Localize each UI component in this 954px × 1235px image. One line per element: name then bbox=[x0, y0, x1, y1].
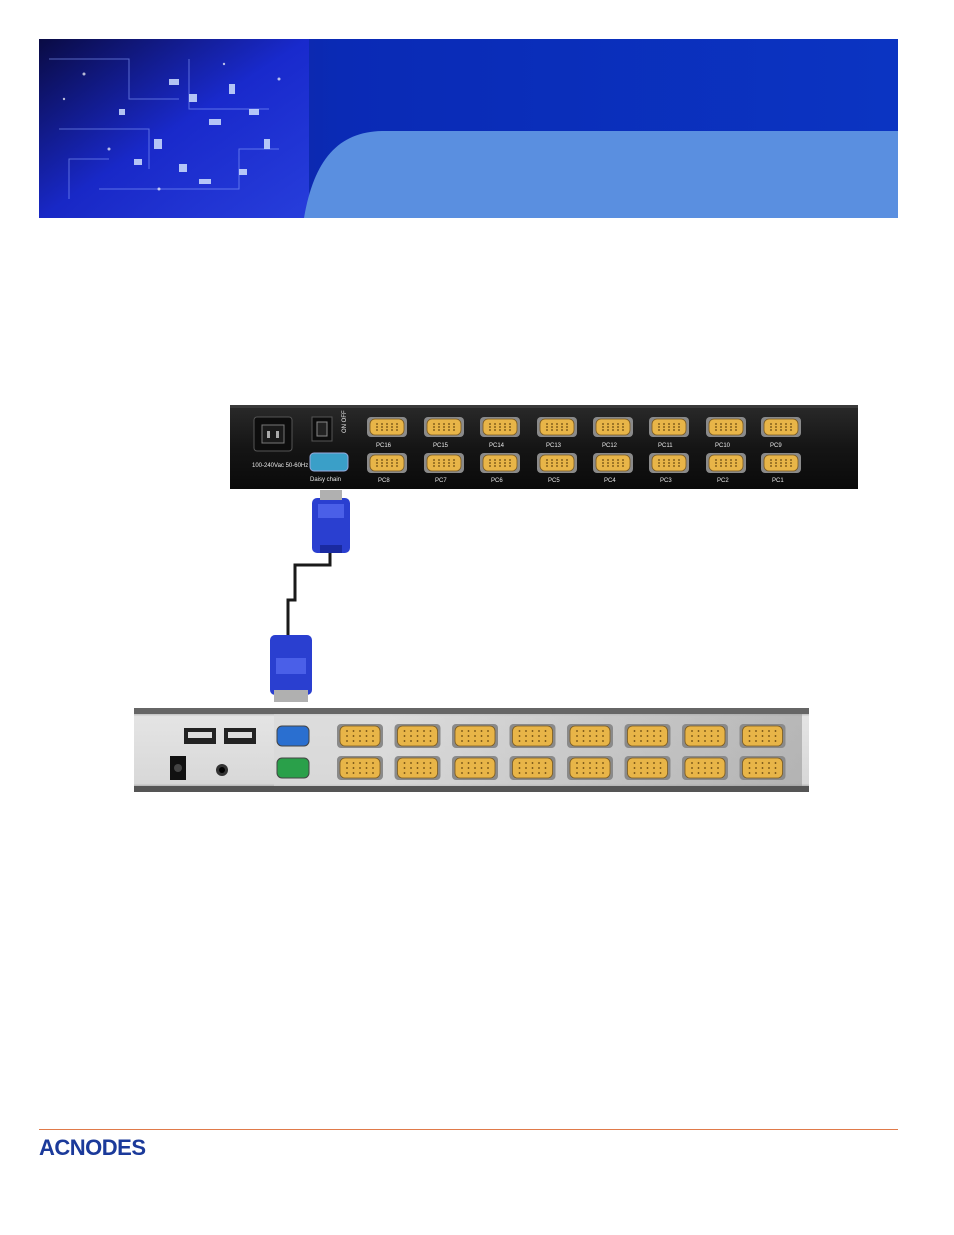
vga-port-pc15[interactable] bbox=[424, 417, 464, 437]
logo-text: ACNODES bbox=[39, 1135, 146, 1160]
vga-pc-port[interactable] bbox=[739, 756, 786, 780]
vga-pc-port[interactable] bbox=[509, 756, 556, 780]
vga-pc-port[interactable] bbox=[452, 756, 498, 780]
port-label: PC8 bbox=[378, 478, 390, 484]
power-switch[interactable] bbox=[311, 416, 333, 442]
vga-pc-port[interactable] bbox=[682, 756, 728, 780]
cable-connector-top bbox=[312, 490, 350, 553]
port-label: PC4 bbox=[604, 478, 616, 484]
vga-port-pc10[interactable] bbox=[706, 417, 746, 437]
vga-pc-port[interactable] bbox=[394, 724, 441, 748]
vga-port-pc4[interactable] bbox=[593, 453, 633, 473]
vga-port-pc3[interactable] bbox=[649, 453, 689, 473]
header-banner bbox=[39, 39, 898, 218]
usb-port-2[interactable] bbox=[224, 728, 256, 744]
vga-port-pc6[interactable] bbox=[480, 453, 520, 473]
vga-port-pc5[interactable] bbox=[537, 453, 577, 473]
vga-port-pc2[interactable] bbox=[706, 453, 746, 473]
vga-port-pc8[interactable] bbox=[367, 453, 407, 473]
power-inlet bbox=[253, 416, 293, 452]
footer-divider bbox=[39, 1129, 898, 1130]
switch-label: ON OFF bbox=[342, 410, 348, 433]
vga-pc-port[interactable] bbox=[452, 724, 498, 748]
port-label: PC7 bbox=[435, 478, 447, 484]
vga-port-pc1[interactable] bbox=[761, 453, 801, 473]
vga-port-console[interactable] bbox=[276, 725, 310, 747]
vga-pc-port[interactable] bbox=[624, 724, 671, 748]
port-label: PC2 bbox=[717, 478, 729, 484]
vga-port-green[interactable] bbox=[276, 757, 310, 779]
vga-pc-port[interactable] bbox=[624, 756, 671, 780]
kvm-rear-panel-bottom bbox=[134, 708, 809, 792]
acnodes-logo: ACNODES bbox=[39, 1133, 199, 1161]
port-label: PC6 bbox=[491, 478, 503, 484]
port-label: PC14 bbox=[489, 443, 505, 449]
vga-port-pc14[interactable] bbox=[480, 417, 520, 437]
dc-power-jack[interactable] bbox=[170, 756, 186, 780]
cable-connector-bottom bbox=[270, 635, 312, 702]
vga-pc-port[interactable] bbox=[567, 724, 613, 748]
vga-port-pc7[interactable] bbox=[424, 453, 464, 473]
port-label: PC9 bbox=[770, 443, 782, 449]
vga-port-pc13[interactable] bbox=[537, 417, 577, 437]
power-label: 100-240Vac 50-60Hz bbox=[252, 463, 308, 469]
port-label: PC13 bbox=[546, 443, 562, 449]
vga-pc-port[interactable] bbox=[337, 756, 383, 780]
vga-pc-port[interactable] bbox=[394, 756, 441, 780]
vga-cable bbox=[250, 490, 380, 710]
vga-port-pc11[interactable] bbox=[649, 417, 689, 437]
vga-port-pc9[interactable] bbox=[761, 417, 801, 437]
port-label: PC10 bbox=[715, 443, 731, 449]
port-label: PC16 bbox=[376, 443, 392, 449]
kvm-rear-panel-top: 100-240Vac 50-60Hz ON OFF Daisy chain PC… bbox=[230, 405, 858, 489]
vga-port-pc12[interactable] bbox=[593, 417, 633, 437]
port-label: PC12 bbox=[602, 443, 618, 449]
vga-pc-port[interactable] bbox=[509, 724, 556, 748]
port-label: PC11 bbox=[658, 443, 673, 449]
vga-port-pc16[interactable] bbox=[367, 417, 407, 437]
daisy-chain-port[interactable] bbox=[309, 452, 349, 472]
port-label: PC5 bbox=[548, 478, 560, 484]
port-label: PC1 bbox=[772, 478, 784, 484]
daisy-chain-label: Daisy chain bbox=[310, 477, 341, 483]
usb-port-1[interactable] bbox=[184, 728, 216, 744]
vga-pc-port[interactable] bbox=[337, 724, 383, 748]
audio-jack[interactable] bbox=[216, 764, 228, 776]
vga-pc-port[interactable] bbox=[567, 756, 613, 780]
vga-pc-port[interactable] bbox=[739, 724, 786, 748]
port-label: PC3 bbox=[660, 478, 672, 484]
vga-pc-port[interactable] bbox=[682, 724, 728, 748]
port-label: PC15 bbox=[433, 443, 449, 449]
